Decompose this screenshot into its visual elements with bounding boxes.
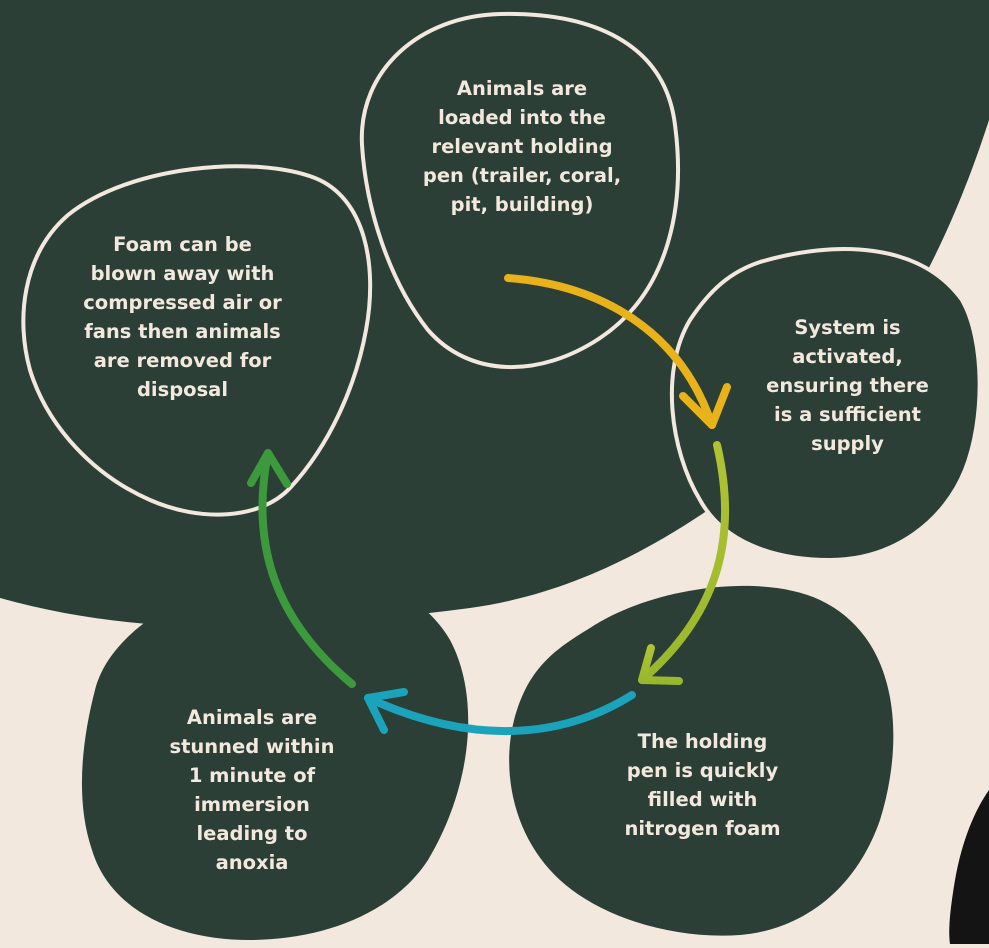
arrow-step3-to-step4 [364, 688, 636, 736]
step-3-bubble [509, 585, 894, 936]
arrow-step4-to-step5 [247, 449, 356, 688]
step-5-bubble [21, 164, 373, 517]
step-3-text: The holding pen is quickly filled with n… [624, 730, 781, 840]
step-1-bubble [359, 11, 680, 370]
step-4-bubble [81, 569, 469, 940]
step-1-text: Animals are loaded into the relevant hol… [422, 77, 622, 216]
arrow-step1-to-step2 [504, 274, 731, 429]
step-5-text: Foam can be blown away with compressed a… [83, 233, 282, 401]
step-4-text: Animals are stunned within 1 minute of i… [169, 706, 335, 874]
step-2-text: System is activated, ensuring there is a… [766, 316, 929, 455]
corner-dark-shape [949, 790, 989, 944]
step-2-bubble [669, 247, 982, 563]
arrow-step2-to-step3 [638, 441, 730, 685]
